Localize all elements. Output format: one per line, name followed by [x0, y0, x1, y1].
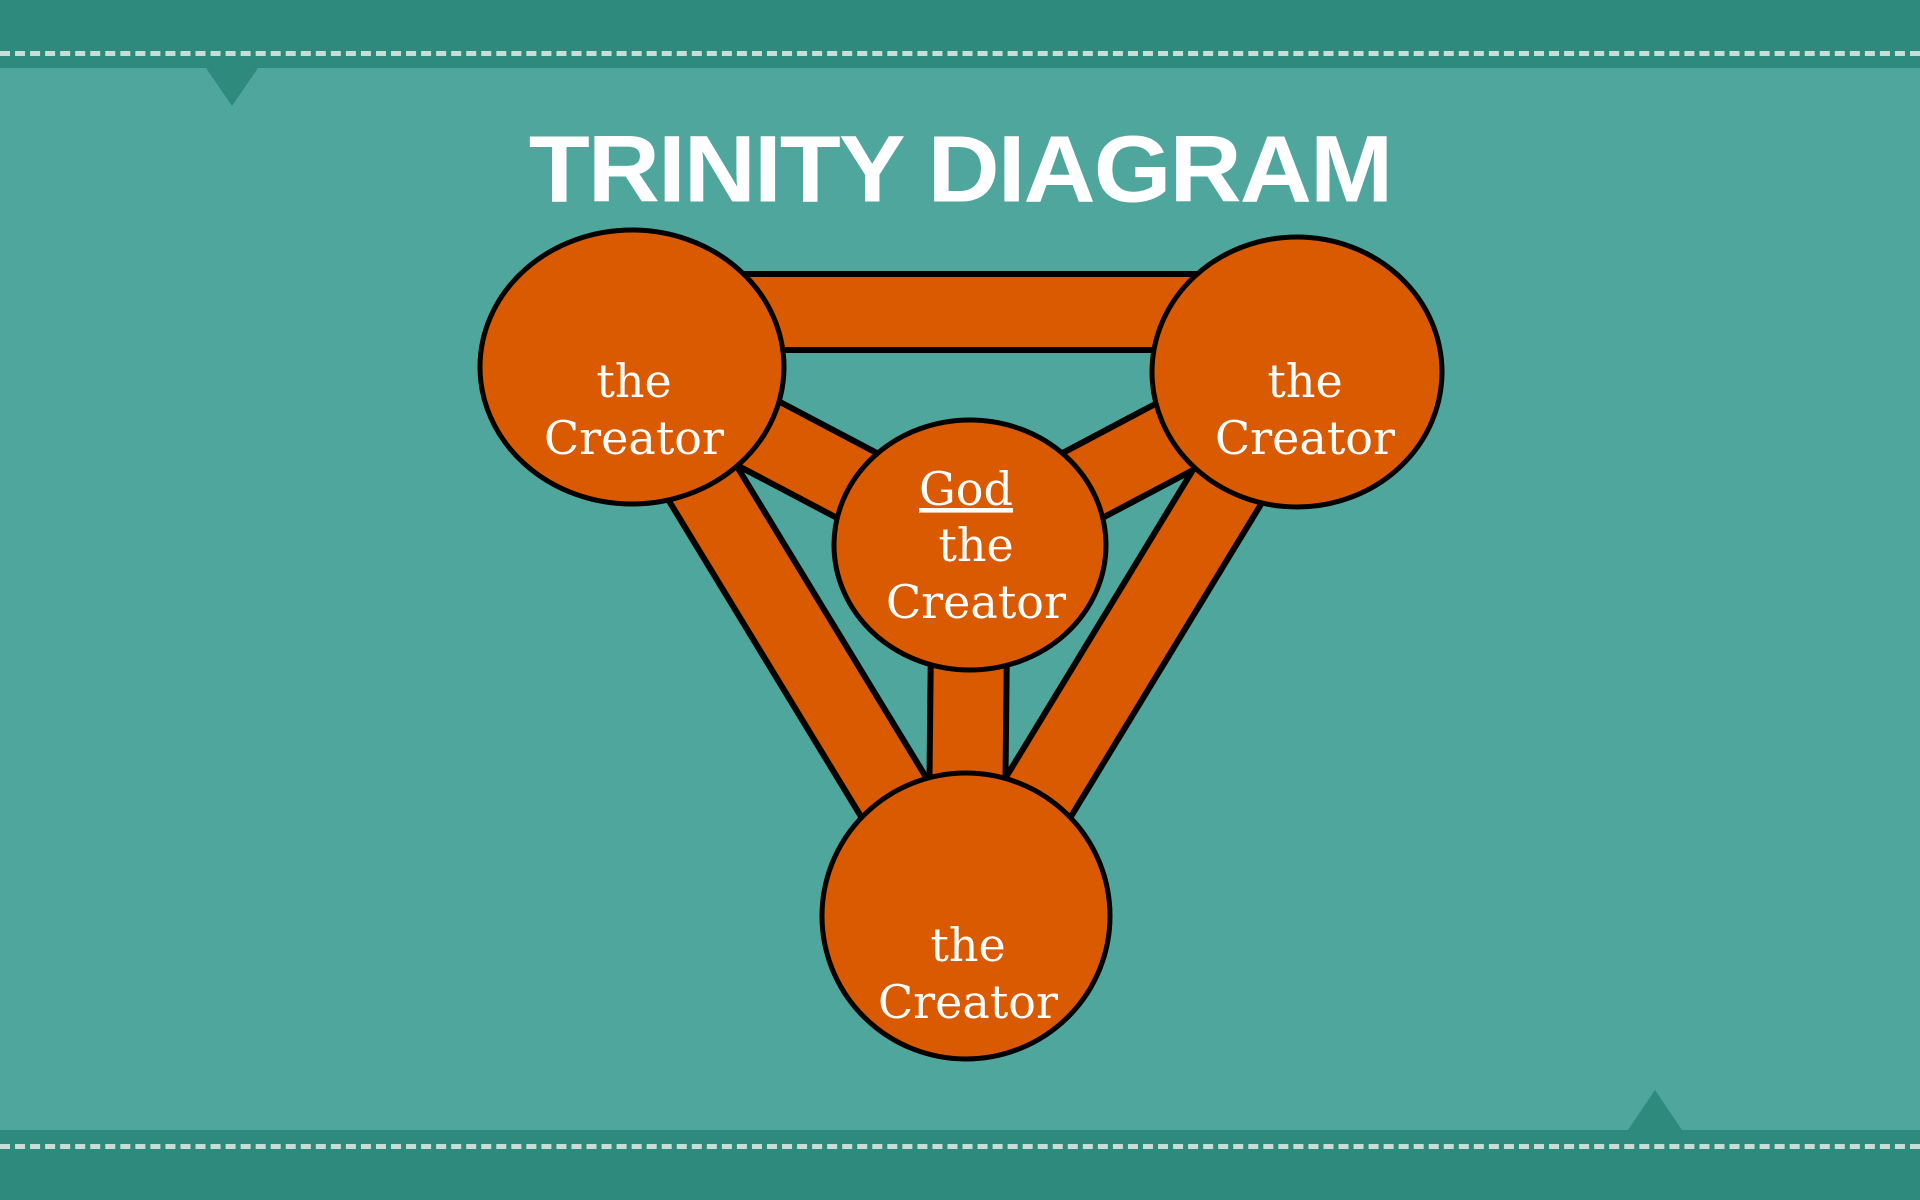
node-center [831, 417, 1109, 673]
node-bottom-line2: Creator [878, 975, 1058, 1029]
page-title: Trinity Diagram [528, 115, 1394, 223]
node-top-left-line2: Creator [544, 411, 724, 465]
node-top-right-line2: Creator [1215, 411, 1395, 465]
node-top-left [477, 227, 787, 507]
node-top-right-line1: the [1267, 354, 1342, 408]
node-center-line2: Creator [886, 575, 1066, 629]
node-center-line1: the [938, 518, 1013, 572]
bottom-notch [1628, 1090, 1682, 1130]
node-top-right [1149, 234, 1445, 510]
bottom-dashed-line [0, 1144, 1920, 1149]
top-band [0, 0, 1920, 68]
node-center-line0: God [919, 462, 1013, 516]
node-top-left-line1: the [596, 354, 671, 408]
node-bottom [819, 770, 1113, 1062]
bottom-band [0, 1130, 1920, 1200]
top-dashed-line [0, 51, 1920, 56]
top-notch [206, 68, 258, 106]
node-bottom-line1: the [930, 918, 1005, 972]
